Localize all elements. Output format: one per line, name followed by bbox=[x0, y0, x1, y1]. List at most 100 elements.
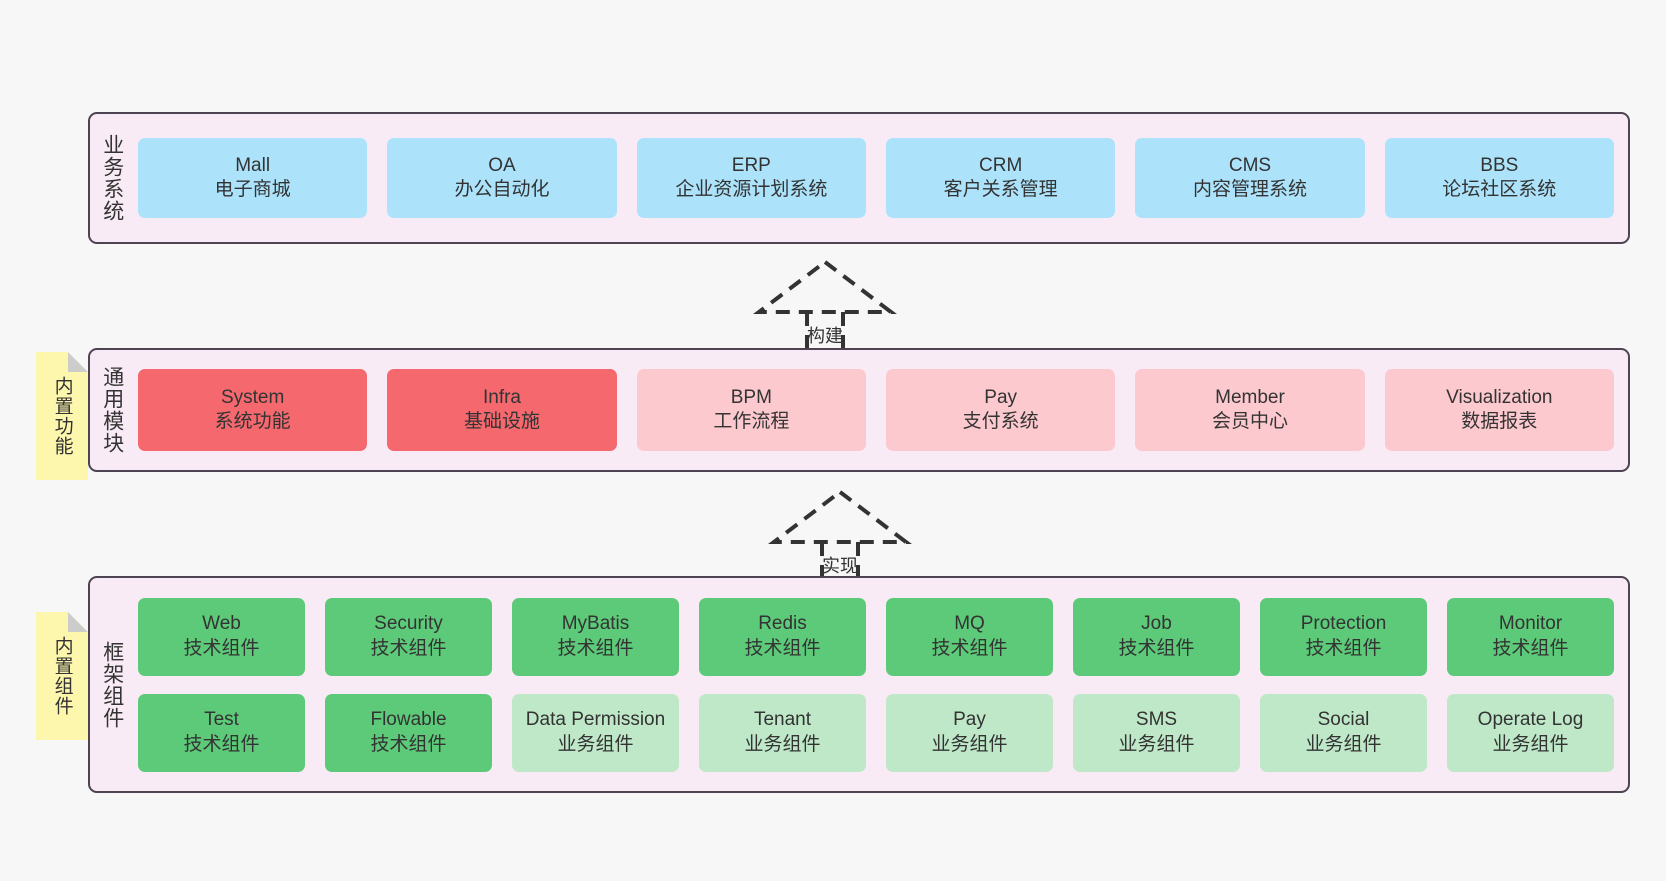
node-subtitle: 业务组件 bbox=[744, 733, 821, 755]
node-subtitle: 技术组件 bbox=[1492, 637, 1569, 659]
node-subtitle: 业务组件 bbox=[1492, 733, 1569, 755]
node-mall[interactable]: Mall 电子商城 bbox=[138, 138, 368, 218]
node-crm[interactable]: CRM 客户关系管理 bbox=[885, 138, 1116, 218]
connector-build: 构建 bbox=[745, 256, 905, 352]
node-web[interactable]: Web 技术组件 bbox=[138, 597, 305, 676]
layer-framework: 框架组件 Web 技术组件 Security 技术组件 MyBatis 技术组件… bbox=[88, 576, 1630, 793]
node-monitor[interactable]: Monitor 技术组件 bbox=[1447, 597, 1614, 676]
node-row: Web 技术组件 Security 技术组件 MyBatis 技术组件 Redi… bbox=[138, 597, 1614, 676]
node-redis[interactable]: Redis 技术组件 bbox=[699, 597, 866, 676]
node-title: Redis bbox=[758, 613, 807, 635]
note-builtin-component: 内置组件 bbox=[36, 612, 88, 740]
layer-business-system: 业务系统 Mall 电子商城 OA 办公自动化 ERP 企业资源计划系统 CRM… bbox=[88, 112, 1630, 244]
dashed-generalization-arrow-icon bbox=[768, 489, 912, 582]
layer-label-business-system: 业务系统 bbox=[100, 134, 124, 222]
node-visualization[interactable]: Visualization 数据报表 bbox=[1384, 369, 1614, 451]
layer-label-framework: 框架组件 bbox=[100, 640, 124, 729]
node-row: Mall 电子商城 OA 办公自动化 ERP 企业资源计划系统 CRM 客户关系… bbox=[138, 138, 1614, 218]
node-oa[interactable]: OA 办公自动化 bbox=[387, 138, 617, 218]
node-title: Pay bbox=[984, 386, 1018, 408]
node-sms[interactable]: SMS 业务组件 bbox=[1073, 693, 1240, 772]
node-title: Mall bbox=[235, 154, 271, 176]
node-title: Web bbox=[202, 613, 241, 635]
node-title: Visualization bbox=[1446, 386, 1553, 408]
node-subtitle: 系统功能 bbox=[214, 411, 291, 432]
node-data-permission[interactable]: Data Permission 业务组件 bbox=[512, 693, 679, 772]
node-erp[interactable]: ERP 企业资源计划系统 bbox=[636, 138, 866, 218]
node-member[interactable]: Member 会员中心 bbox=[1135, 369, 1365, 451]
node-test[interactable]: Test 技术组件 bbox=[138, 693, 305, 772]
node-security[interactable]: Security 技术组件 bbox=[325, 597, 492, 676]
node-title: Protection bbox=[1300, 613, 1387, 635]
layer-common-module: 通用模块 System 系统功能 Infra 基础设施 BPM 工作流程 Pay… bbox=[88, 348, 1630, 472]
node-job[interactable]: Job 技术组件 bbox=[1073, 597, 1240, 676]
node-title: OA bbox=[488, 154, 516, 176]
node-tenant[interactable]: Tenant 业务组件 bbox=[699, 693, 866, 772]
node-title: Monitor bbox=[1498, 613, 1563, 635]
node-system[interactable]: System 系统功能 bbox=[138, 369, 368, 451]
node-operate-log[interactable]: Operate Log 业务组件 bbox=[1447, 693, 1614, 772]
node-title: Pay bbox=[953, 709, 986, 731]
node-mq[interactable]: MQ 技术组件 bbox=[886, 597, 1053, 676]
node-mybatis[interactable]: MyBatis 技术组件 bbox=[512, 597, 679, 676]
note-fold-corner-icon bbox=[68, 352, 88, 372]
node-subtitle: 企业资源计划系统 bbox=[675, 179, 828, 200]
node-subtitle: 技术组件 bbox=[370, 637, 447, 659]
node-protection[interactable]: Protection 技术组件 bbox=[1260, 597, 1427, 676]
node-subtitle: 技术组件 bbox=[1305, 637, 1382, 659]
node-pay-component[interactable]: Pay 业务组件 bbox=[886, 693, 1053, 772]
node-subtitle: 技术组件 bbox=[1118, 637, 1195, 659]
node-bpm[interactable]: BPM 工作流程 bbox=[636, 369, 866, 451]
node-subtitle: 内容管理系统 bbox=[1192, 179, 1307, 200]
node-subtitle: 基础设施 bbox=[463, 411, 540, 432]
node-bbs[interactable]: BBS 论坛社区系统 bbox=[1384, 138, 1614, 218]
node-infra[interactable]: Infra 基础设施 bbox=[387, 369, 617, 451]
node-subtitle: 支付系统 bbox=[962, 411, 1039, 432]
node-title: CMS bbox=[1228, 154, 1272, 176]
node-title: Security bbox=[374, 613, 443, 635]
node-title: Test bbox=[204, 709, 239, 731]
node-title: Infra bbox=[482, 386, 521, 408]
dashed-generalization-arrow-icon bbox=[753, 259, 897, 352]
node-flowable[interactable]: Flowable 技术组件 bbox=[325, 693, 492, 772]
node-subtitle: 论坛社区系统 bbox=[1442, 179, 1557, 200]
node-subtitle: 技术组件 bbox=[370, 733, 447, 755]
node-subtitle: 办公自动化 bbox=[454, 179, 550, 200]
node-title: Operate Log bbox=[1477, 709, 1584, 731]
node-subtitle: 技术组件 bbox=[183, 733, 260, 755]
node-social[interactable]: Social 业务组件 bbox=[1260, 693, 1427, 772]
node-subtitle: 技术组件 bbox=[183, 637, 260, 659]
node-title: Job bbox=[1141, 613, 1172, 635]
node-title: Data Permission bbox=[525, 709, 666, 731]
layer-body-business-system: Mall 电子商城 OA 办公自动化 ERP 企业资源计划系统 CRM 客户关系… bbox=[134, 114, 1628, 242]
node-subtitle: 技术组件 bbox=[557, 637, 634, 659]
node-title: System bbox=[220, 386, 285, 408]
layer-label-common-module: 通用模块 bbox=[100, 366, 124, 454]
node-subtitle: 会员中心 bbox=[1211, 411, 1288, 432]
layer-body-framework: Web 技术组件 Security 技术组件 MyBatis 技术组件 Redi… bbox=[134, 578, 1628, 791]
node-subtitle: 客户关系管理 bbox=[943, 179, 1058, 200]
node-title: Tenant bbox=[753, 709, 812, 731]
connector-implement-label: 实现 bbox=[822, 556, 858, 576]
node-title: BBS bbox=[1480, 154, 1519, 176]
node-subtitle: 技术组件 bbox=[744, 637, 821, 659]
node-subtitle: 工作流程 bbox=[713, 411, 790, 432]
node-subtitle: 业务组件 bbox=[1305, 733, 1382, 755]
layer-body-common-module: System 系统功能 Infra 基础设施 BPM 工作流程 Pay 支付系统… bbox=[134, 350, 1628, 470]
node-subtitle: 电子商城 bbox=[214, 179, 291, 200]
node-pay-module[interactable]: Pay 支付系统 bbox=[885, 369, 1116, 451]
node-subtitle: 业务组件 bbox=[931, 733, 1008, 755]
node-subtitle: 技术组件 bbox=[931, 637, 1008, 659]
node-title: CRM bbox=[979, 154, 1023, 176]
node-title: Member bbox=[1215, 386, 1285, 408]
note-fold-corner-icon bbox=[68, 612, 88, 632]
node-cms[interactable]: CMS 内容管理系统 bbox=[1135, 138, 1365, 218]
node-row: Test 技术组件 Flowable 技术组件 Data Permission … bbox=[138, 693, 1614, 772]
node-title: ERP bbox=[731, 154, 771, 176]
node-title: SMS bbox=[1135, 709, 1178, 731]
note-builtin-function: 内置功能 bbox=[36, 352, 88, 480]
node-title: BPM bbox=[730, 386, 772, 408]
node-subtitle: 业务组件 bbox=[1118, 733, 1195, 755]
note-label: 内置功能 bbox=[51, 376, 73, 456]
